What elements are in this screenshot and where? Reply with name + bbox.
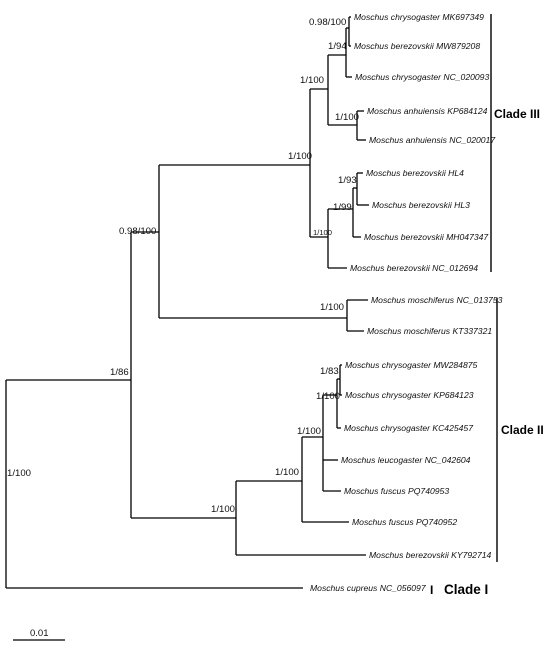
support-value: 1/100 <box>297 426 321 437</box>
tip-label: Moschus fuscus PQ740952 <box>352 517 457 527</box>
clade-ii-label: Clade II <box>501 423 544 437</box>
tip-label: Moschus chrysogaster NC_020093 <box>355 72 489 82</box>
tip-label: Moschus berezovskii NC_012694 <box>350 263 478 273</box>
support-value: 1/83 <box>320 366 339 377</box>
support-value: 1/100 <box>316 391 340 402</box>
tip-label: Moschus cupreus NC_056097 <box>310 583 427 593</box>
support-value: 1/100 <box>320 302 344 313</box>
tip-label: Moschus fuscus PQ740953 <box>344 486 449 496</box>
tip-label: Moschus chrysogaster MW284875 <box>345 360 478 370</box>
support-value: 1/100 <box>275 467 299 478</box>
support-value: 1/100 <box>335 112 359 123</box>
tip-label: Moschus moschiferus NC_013753 <box>371 295 503 305</box>
clade-annotations: Clade III Clade II I Clade I <box>430 14 544 597</box>
support-value: 1/100 <box>211 504 235 515</box>
support-value: 1/94 <box>328 41 347 52</box>
tip-label: Moschus chrysogaster MK697349 <box>354 12 484 22</box>
support-value: 1/93 <box>338 175 357 186</box>
clade-iii-label: Clade III <box>494 107 540 121</box>
tip-label: Moschus berezovskii HL3 <box>372 200 470 210</box>
support-value: 1/100 <box>288 151 312 162</box>
tip-label: Moschus berezovskii MH047347 <box>364 232 489 242</box>
tip-label: Moschus leucogaster NC_042604 <box>341 455 471 465</box>
tip-labels: Moschus chrysogaster MK697349 Moschus be… <box>310 12 503 593</box>
clade-i-label: Clade I <box>444 582 488 597</box>
support-value: 0.98/100 <box>119 226 156 237</box>
tip-label: Moschus anhuiensis KP684124 <box>367 106 488 116</box>
tip-label: Moschus berezovskii HL4 <box>366 168 464 178</box>
support-value: 0.98/100 <box>309 17 346 28</box>
support-value: 1/86 <box>110 367 129 378</box>
tip-label: Moschus chrysogaster KP684123 <box>345 390 474 400</box>
support-value-root: 1/100 <box>7 468 31 479</box>
clade-i-bar: I <box>430 583 433 597</box>
support-value: 1/100 <box>313 228 332 237</box>
tip-label: Moschus moschiferus KT337321 <box>367 326 492 336</box>
scale-bar: 0.01 <box>13 628 65 641</box>
tip-label: Moschus chrysogaster KC425457 <box>344 423 474 433</box>
tree-branches <box>5 16 369 589</box>
support-value: 1/100 <box>300 75 324 86</box>
support-values: 1/100 1/86 0.98/100 1/100 1/100 1/94 0.9… <box>7 17 359 515</box>
tip-label: Moschus berezovskii KY792714 <box>369 550 492 560</box>
tip-label: Moschus berezovskii MW879208 <box>354 41 480 51</box>
support-value: 1/99 <box>333 202 352 213</box>
scale-bar-label: 0.01 <box>30 628 49 639</box>
tip-label: Moschus anhuiensis NC_020017 <box>369 135 496 145</box>
